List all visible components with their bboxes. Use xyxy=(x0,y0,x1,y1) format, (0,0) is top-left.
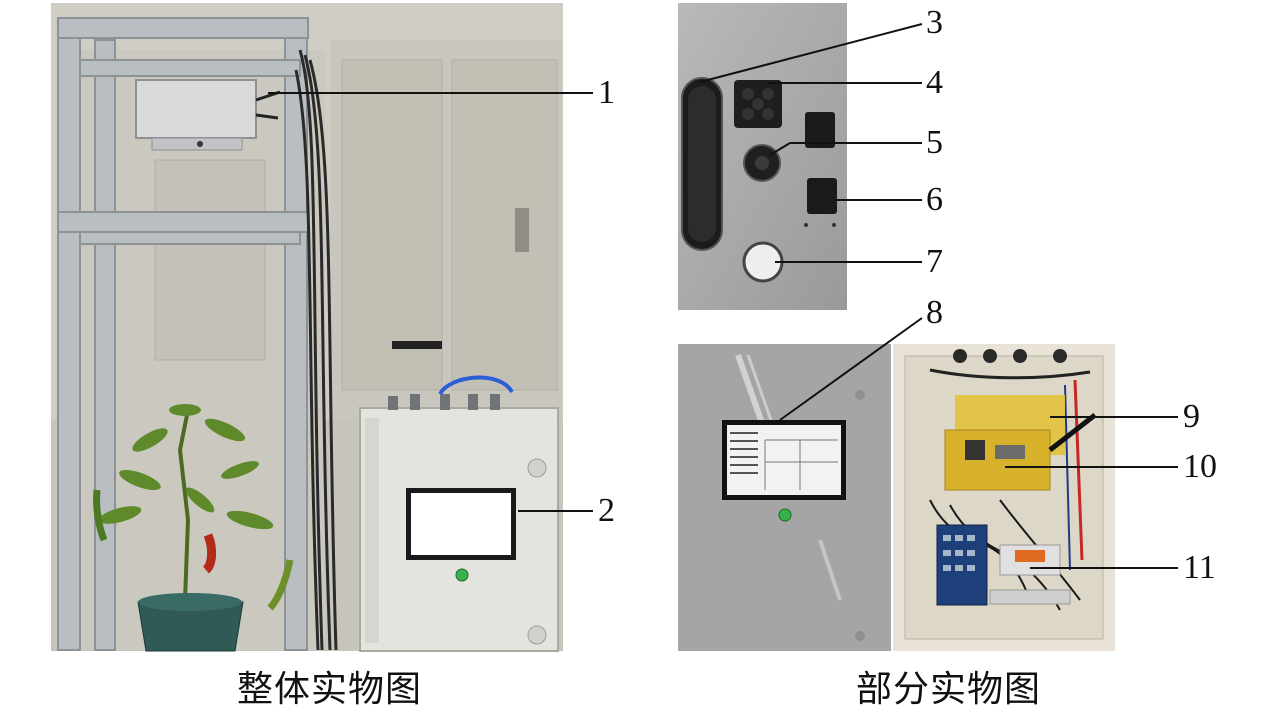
camera-module xyxy=(135,79,281,151)
label-8: 8 xyxy=(926,294,943,331)
leader-lines xyxy=(268,23,1178,569)
label-7: 7 xyxy=(926,243,943,280)
circuit-box-photo xyxy=(893,344,1115,651)
overall-system-photo xyxy=(51,3,563,652)
metal-frame xyxy=(57,17,309,651)
control-box xyxy=(359,375,559,652)
label-9: 9 xyxy=(1183,398,1200,435)
label-5: 5 xyxy=(926,124,943,161)
label-10: 10 xyxy=(1183,448,1217,485)
label-6: 6 xyxy=(926,181,943,218)
caption-overall: 整体实物图 xyxy=(237,669,423,710)
screen-detail-photo xyxy=(678,344,891,651)
pepper-plant xyxy=(93,404,294,652)
label-1: 1 xyxy=(598,74,615,111)
label-3: 3 xyxy=(926,4,943,41)
label-4: 4 xyxy=(926,64,943,101)
label-11: 11 xyxy=(1183,549,1216,586)
label-2: 2 xyxy=(598,492,615,529)
camera-detail-photo xyxy=(678,3,847,310)
caption-partial: 部分实物图 xyxy=(856,669,1042,710)
